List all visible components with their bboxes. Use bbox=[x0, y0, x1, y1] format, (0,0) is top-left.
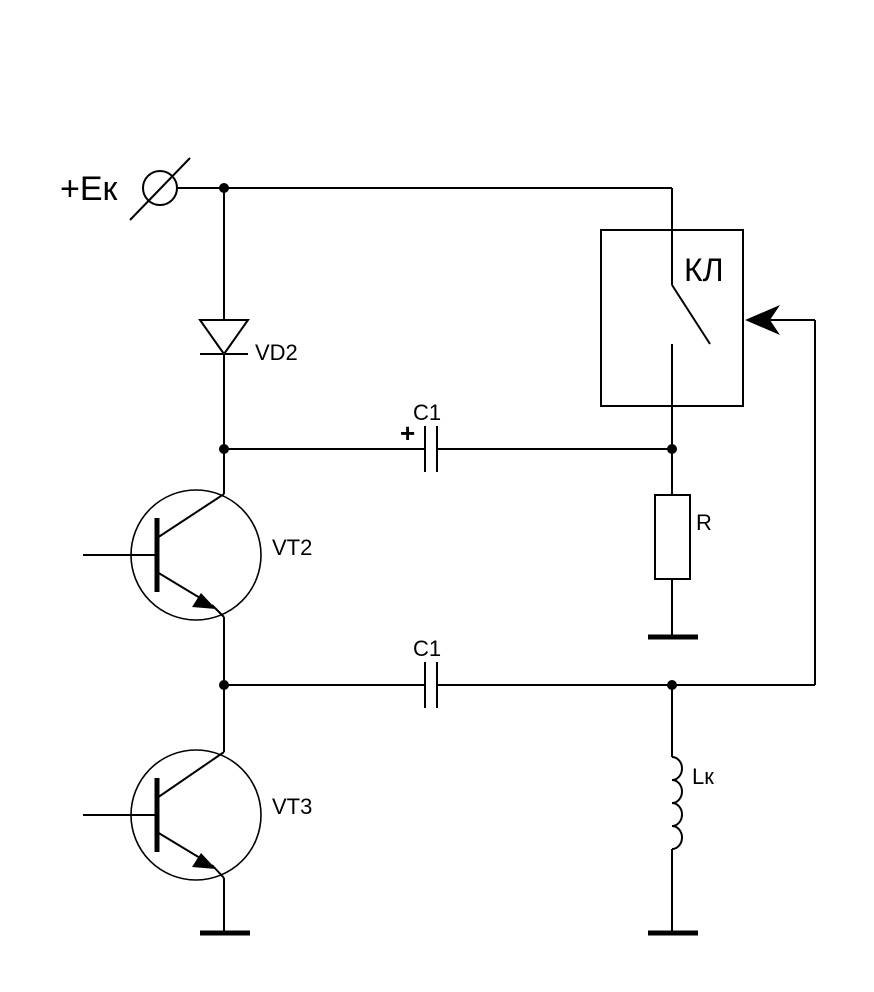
inductor-lk bbox=[671, 685, 683, 933]
capacitor-c1-bottom bbox=[224, 662, 672, 708]
transistor-vt3-label: VT3 bbox=[272, 794, 312, 819]
resistor-label: R bbox=[696, 510, 712, 535]
supply-label: +Eк bbox=[60, 170, 119, 208]
switch-block-label: КЛ bbox=[684, 252, 724, 288]
supply-terminal bbox=[129, 157, 224, 221]
capacitor-c1-top bbox=[224, 426, 672, 472]
supply-rail bbox=[219, 183, 673, 285]
switch-block bbox=[600, 229, 780, 449]
diode-label: VD2 bbox=[255, 340, 298, 365]
inductor-label: Lк bbox=[692, 764, 714, 789]
transistor-vt3 bbox=[83, 749, 262, 881]
capacitor-polarity-plus: + bbox=[400, 418, 415, 448]
transistor-vt2-label: VT2 bbox=[272, 535, 312, 560]
diode-vd2 bbox=[198, 319, 250, 356]
transistor-vt2 bbox=[83, 489, 262, 621]
control-line bbox=[672, 319, 816, 686]
resistor-r bbox=[654, 449, 691, 637]
capacitor-top-label: C1 bbox=[413, 400, 441, 425]
capacitor-bottom-label: C1 bbox=[413, 636, 441, 661]
